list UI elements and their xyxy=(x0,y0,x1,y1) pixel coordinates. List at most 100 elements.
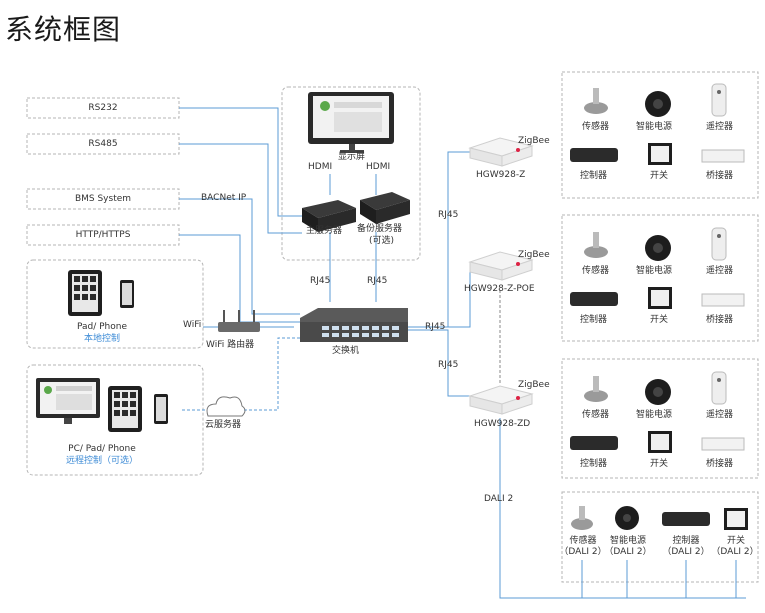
remote-icon-3 xyxy=(711,371,727,405)
power-icon-3 xyxy=(645,379,671,405)
bms-label: BMS System xyxy=(74,194,132,204)
bridge-label-1: 桥接器 xyxy=(706,171,734,181)
rj45-gw2-label: RJ45 xyxy=(425,322,446,332)
sensor-icon-3 xyxy=(584,376,608,402)
controller-label-2: 控制器 xyxy=(580,315,608,325)
dali-controller-icon xyxy=(662,512,710,526)
dali-switch-sub: （DALI 2） xyxy=(711,547,759,557)
rj45-gw1-label: RJ45 xyxy=(438,210,459,220)
rs232-label: RS232 xyxy=(88,103,118,113)
pc-pad-phone-label: PC/ Pad/ Phone xyxy=(68,444,136,454)
sensor-label-1: 传感器 xyxy=(582,122,610,132)
main-server-icon xyxy=(302,200,356,232)
cloud-links xyxy=(182,337,302,411)
bridge-icon-3 xyxy=(701,437,745,451)
switch-label-2: 开关 xyxy=(650,315,669,325)
gateway-3-proto: ZigBee xyxy=(518,380,550,390)
rs485-label: RS485 xyxy=(88,139,118,149)
switch-label: 交换机 xyxy=(332,346,360,356)
rj45-main-label: RJ45 xyxy=(310,276,331,286)
switch-label-1: 开关 xyxy=(650,171,669,181)
bridge-icon-2 xyxy=(701,293,745,307)
local-control-label: 本地控制 xyxy=(83,334,120,344)
gateway-icon-1 xyxy=(468,137,534,167)
controller-label-3: 控制器 xyxy=(580,459,608,469)
gateway-1-proto: ZigBee xyxy=(518,136,550,146)
sensor-label-3: 传感器 xyxy=(582,410,610,420)
remote-label-3: 遥控器 xyxy=(706,410,734,420)
rj45-gw3-label: RJ45 xyxy=(438,360,459,370)
gateway-2-proto: ZigBee xyxy=(518,250,550,260)
cloud-label: 云服务器 xyxy=(205,420,242,430)
gateway-1-name: HGW928-Z xyxy=(476,170,526,180)
remote-control-label: 远程控制（可选） xyxy=(65,456,138,466)
tablet-icon-remote xyxy=(108,386,142,432)
gateway-icon-2 xyxy=(468,251,534,281)
power-icon-2 xyxy=(645,235,671,261)
power-label-1: 智能电源 xyxy=(636,122,673,132)
switch-panel-icon-2 xyxy=(648,287,672,309)
page-title: 系统框图 xyxy=(5,13,122,46)
hdmi-left-label: HDMI xyxy=(308,162,333,172)
http-label: HTTP/HTTPS xyxy=(75,230,131,240)
gateway-3-name: HGW928-ZD xyxy=(474,419,531,429)
device-group-2 xyxy=(570,227,745,309)
pc-icon-remote xyxy=(36,378,100,424)
switch-panel-icon-1 xyxy=(648,143,672,165)
backup-server-label: 备份服务器 xyxy=(357,224,403,234)
pad-phone-label: Pad/ Phone xyxy=(76,322,128,332)
device-group-1 xyxy=(570,83,745,165)
sensor-icon-2 xyxy=(584,232,608,258)
switch-label-3: 开关 xyxy=(650,459,669,469)
hdmi-right-label: HDMI xyxy=(366,162,391,172)
sensor-label-2: 传感器 xyxy=(582,266,610,276)
phone-icon-remote xyxy=(154,394,168,424)
power-icon-1 xyxy=(645,91,671,117)
device-group-3 xyxy=(570,371,745,453)
backup-server-icon xyxy=(360,192,410,224)
controller-icon-2 xyxy=(570,292,618,306)
dali-controller-label: 控制器 xyxy=(672,536,700,546)
remote-label-1: 遥控器 xyxy=(706,122,734,132)
power-label-3: 智能电源 xyxy=(636,410,673,420)
switch-panel-icon-3 xyxy=(648,431,672,453)
controller-icon-1 xyxy=(570,148,618,162)
controller-label-1: 控制器 xyxy=(580,171,608,181)
bridge-icon-1 xyxy=(701,149,745,163)
rj45-backup-label: RJ45 xyxy=(367,276,388,286)
main-server-label: 主服务器 xyxy=(306,226,343,236)
dali-power-sub: （DALI 2） xyxy=(604,547,652,557)
remote-label-2: 遥控器 xyxy=(706,266,734,276)
dali-sensor-sub: （DALI 2） xyxy=(559,547,607,557)
bridge-label-3: 桥接器 xyxy=(706,459,734,469)
router-icon xyxy=(218,310,260,332)
dali-device-group xyxy=(571,506,748,530)
backup-optional-label: (可选) xyxy=(369,236,395,246)
gateway-icon-3 xyxy=(468,385,534,415)
device-group-boxes xyxy=(561,71,759,583)
dali-switch-label: 开关 xyxy=(726,536,745,546)
gateway-2-name: HGW928-Z-POE xyxy=(464,284,535,294)
display-label: 显示屏 xyxy=(338,152,366,162)
dali-power-icon xyxy=(615,506,639,530)
power-label-2: 智能电源 xyxy=(636,266,673,276)
monitor-icon xyxy=(308,92,394,153)
tablet-icon-local xyxy=(68,270,102,316)
dali-switch-icon xyxy=(724,508,748,530)
dali-label: DALI 2 xyxy=(484,494,514,504)
router-label: WiFi 路由器 xyxy=(206,340,255,350)
bridge-label-2: 桥接器 xyxy=(706,315,734,325)
dali-power-label: 智能电源 xyxy=(609,536,646,546)
switch-icon xyxy=(300,308,408,342)
dali-sensor-label: 传感器 xyxy=(569,536,597,546)
remote-icon-2 xyxy=(711,227,727,261)
cloud-icon xyxy=(206,396,246,417)
sensor-icon-1 xyxy=(584,88,608,114)
dali-controller-sub: （DALI 2） xyxy=(662,547,710,557)
dali-sensor-icon xyxy=(571,506,593,530)
bacnet-label: BACNet IP xyxy=(201,193,247,203)
phone-icon-local xyxy=(120,280,134,308)
controller-icon-3 xyxy=(570,436,618,450)
remote-icon-1 xyxy=(711,83,727,117)
